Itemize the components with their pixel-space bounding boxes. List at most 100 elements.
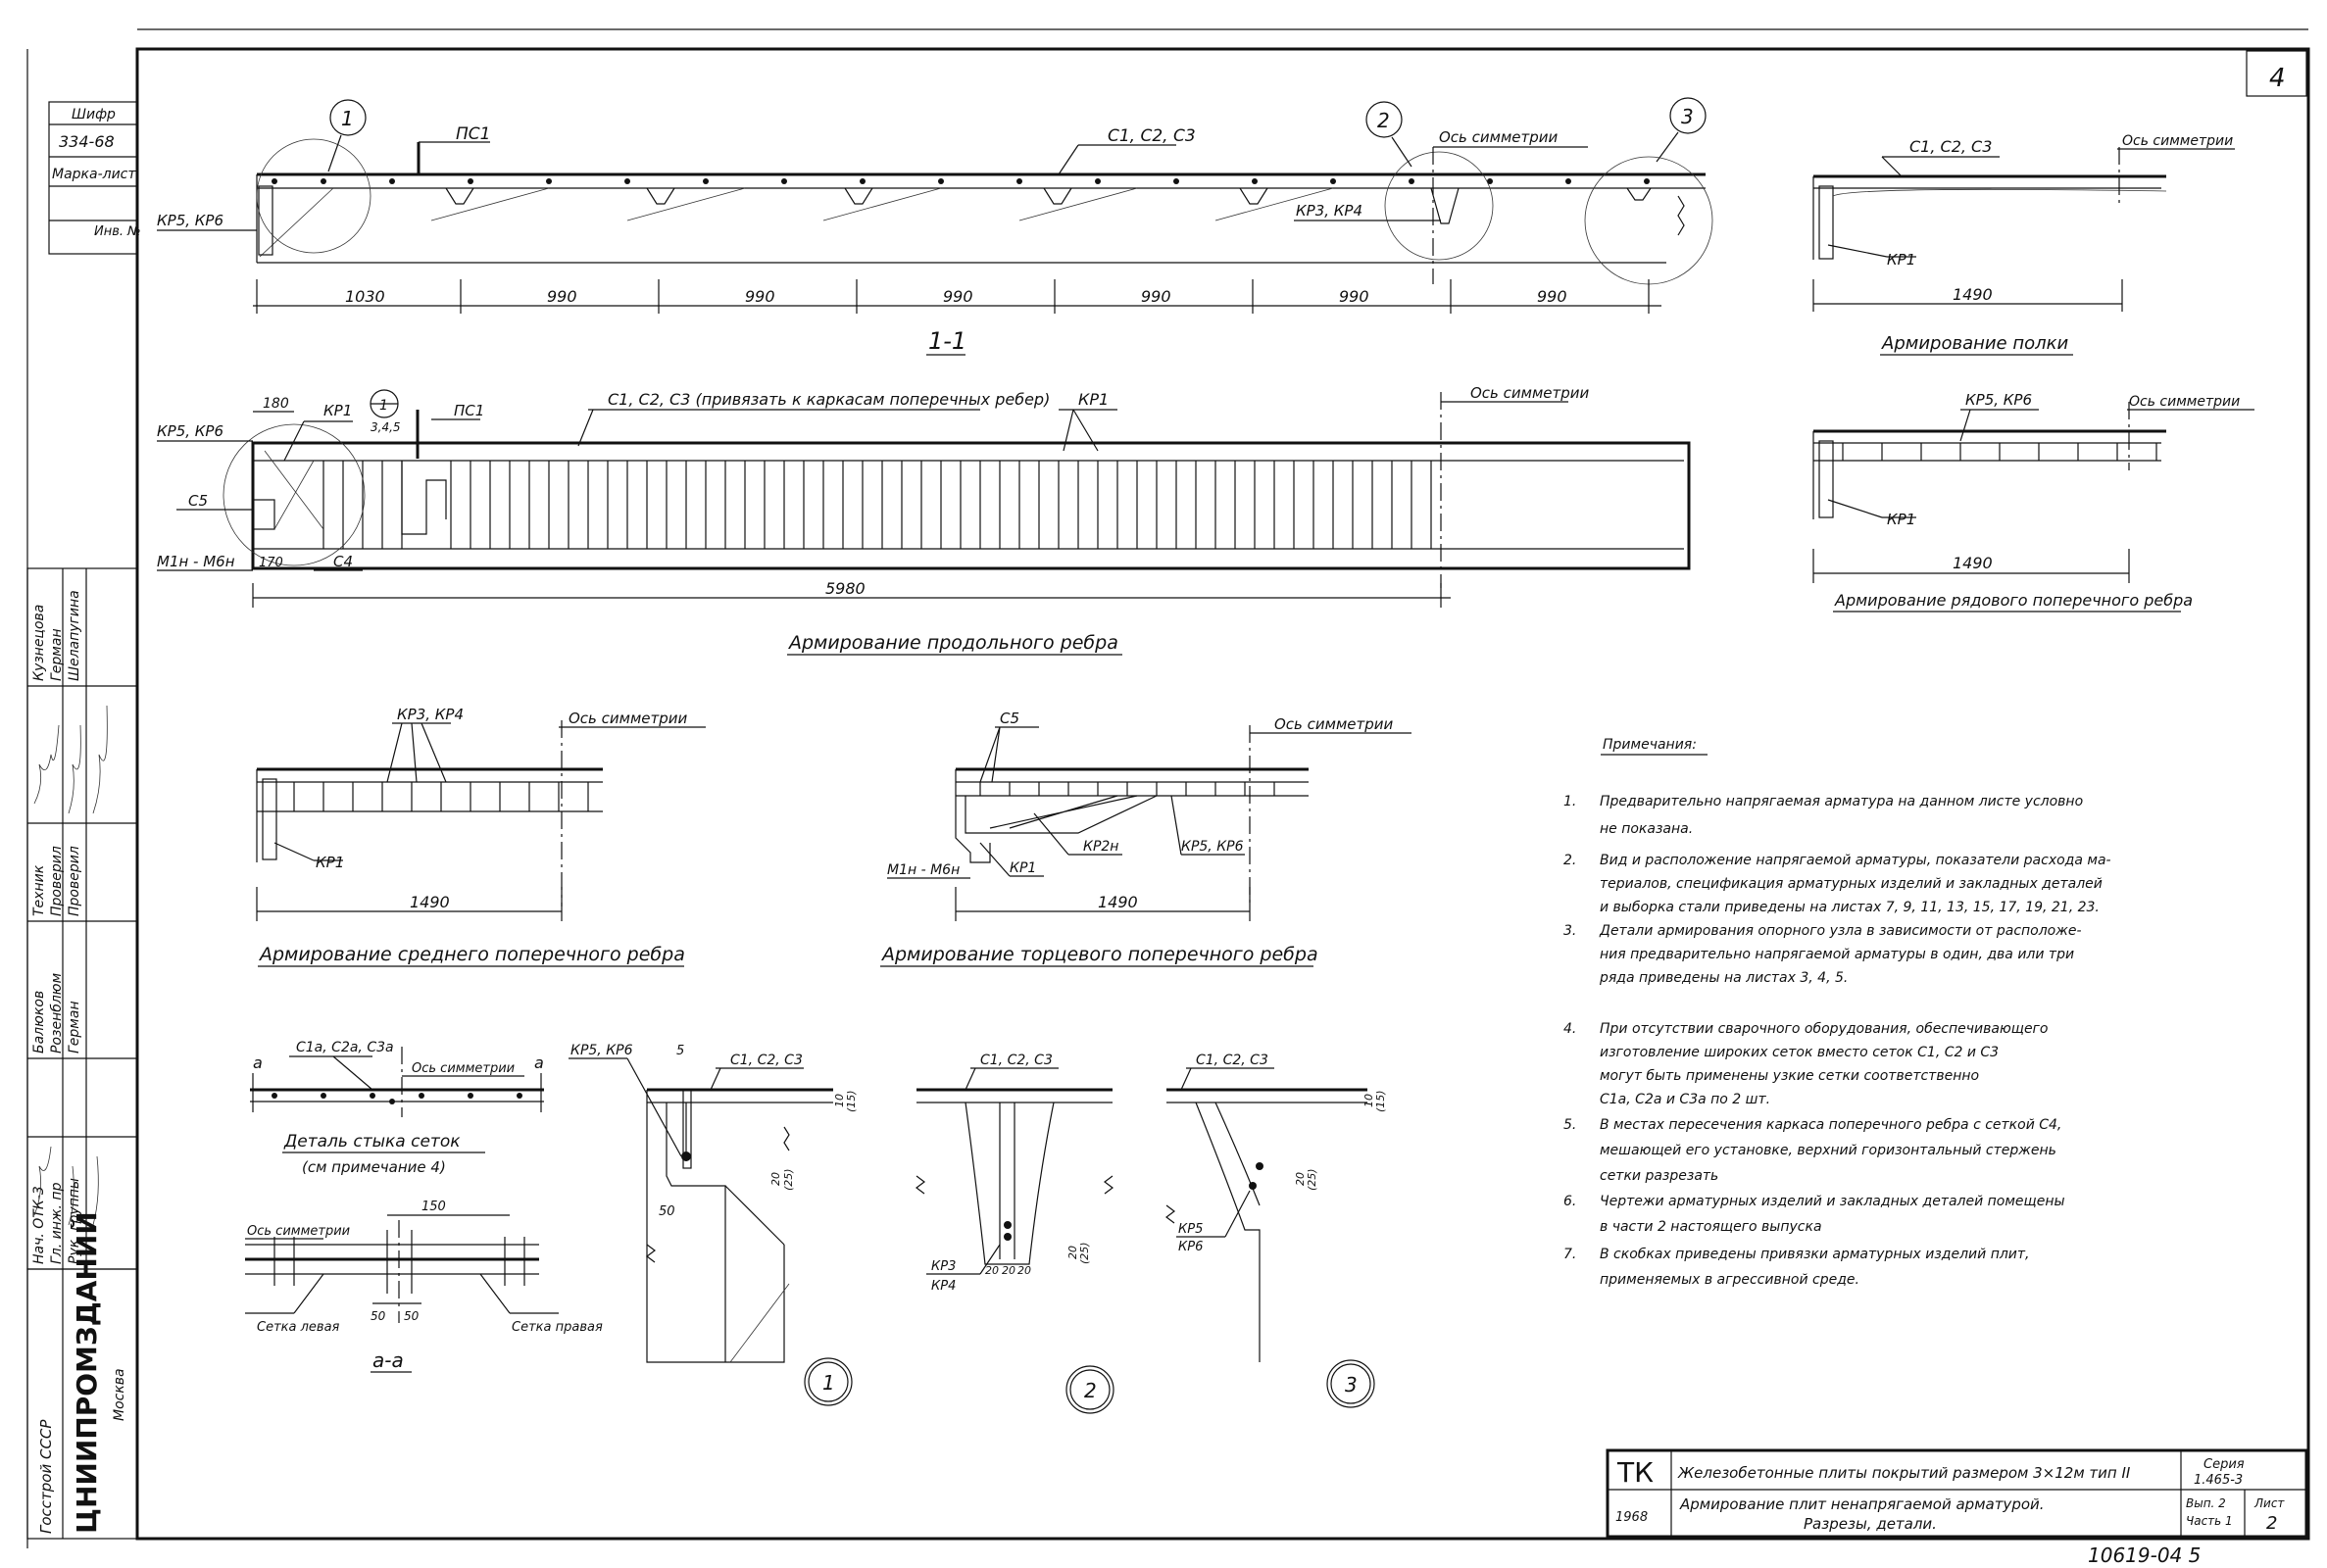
note-2-line-1: Вид и расположение напрягаемой арматуры,… — [1600, 853, 2111, 868]
section-a-a: Ось симметрии 150 Сетка левая Сетка прав… — [245, 1200, 603, 1373]
note-5-line-2: мешающей его установке, верхний горизонт… — [1600, 1143, 2056, 1158]
node-3-detail: С1, С2, С3 10 (15) 20 (25) КР5 КР6 3 — [1165, 1053, 1387, 1408]
title-line-3: Разрезы, детали. — [1804, 1515, 1937, 1533]
lrib-label-kr1: КР1 — [323, 402, 352, 419]
name-balyukov: Балюков — [31, 991, 47, 1054]
note-4-num: 4. — [1563, 1021, 1576, 1037]
sheet-value: 2 — [2266, 1513, 2277, 1534]
note-3-line-1: Детали армирования опорного узла в завис… — [1599, 923, 2082, 939]
dim-990: 990 — [547, 287, 577, 306]
n2-callout-num: 2 — [1084, 1379, 1097, 1402]
n2-dim-20c: 20 — [1017, 1264, 1031, 1277]
callout-circle — [1669, 97, 1707, 134]
series-value: 1.465-3 — [2194, 1473, 2243, 1488]
aa-dim-50-right: 50 — [404, 1309, 420, 1323]
dim-990: 990 — [1537, 287, 1567, 306]
n1-callout-num: 1 — [822, 1371, 835, 1395]
label-axis-symmetry: Ось симметрии — [1439, 128, 1559, 146]
n2-dim-20b: 20 — [1002, 1264, 1015, 1277]
role-gl-inzh: Гл. инж. пр — [49, 1182, 65, 1264]
mtrib-caption: Армирование среднего поперечного ребра — [258, 944, 685, 965]
etrib-label-axis: Ось симметрии — [1274, 715, 1394, 733]
n2-label-kr3: КР3 — [931, 1259, 956, 1274]
note-7-line-2: применяемых в агрессивной среде. — [1600, 1272, 1859, 1288]
mtrib-dim-1490: 1490 — [410, 893, 450, 911]
n1-dim-20: 20 — [769, 1172, 782, 1186]
n1-dim-5: 5 — [676, 1044, 684, 1058]
n2-dim-20a: 20 — [985, 1264, 999, 1277]
shelf-view: С1, С2, С3 Ось симметрии КР1 1490 Армиро… — [1812, 133, 2235, 356]
mtrib-label-axis: Ось симметрии — [569, 710, 688, 727]
n3-label-kr5: КР5 — [1178, 1222, 1203, 1237]
etrib-label-kr2n: КР2н — [1083, 839, 1118, 855]
signature-scribble — [33, 1146, 52, 1216]
ministry-name: Госстрой СССР — [37, 1419, 55, 1534]
etrib-dim-1490: 1490 — [1098, 893, 1138, 911]
shelf-label-kr1: КР1 — [1887, 251, 1915, 269]
note-3-line-2: ния предварительно напрягаемой арматуры … — [1600, 947, 2074, 962]
name-german-1: Герман — [67, 1001, 82, 1054]
title-line-1: Железобетонные плиты покрытий размером 3… — [1677, 1464, 2131, 1482]
etrib-label-kr5-kr6: КР5, КР6 — [1181, 839, 1244, 855]
n1-dim-50: 50 — [659, 1204, 675, 1219]
title-line-2: Армирование плит ненапрягаемой арматурой… — [1679, 1495, 2045, 1513]
sheet-label: Лист — [2253, 1496, 2285, 1510]
city-name: Москва — [112, 1368, 127, 1421]
callout-3: 3 — [1681, 105, 1694, 128]
mesh-joint-detail: С1а, С2а, С3а а а Ось симметрии Деталь с… — [250, 1040, 544, 1176]
label-ps1: ПС1 — [456, 124, 490, 144]
sheet-number-box — [2246, 50, 2307, 97]
n3-callout-num: 3 — [1345, 1373, 1358, 1396]
note-7-num: 7. — [1563, 1247, 1576, 1262]
note-6-line-2: в части 2 настоящего выпуска — [1600, 1219, 1822, 1235]
joint-label-axis: Ось симметрии — [412, 1061, 515, 1076]
note-6-num: 6. — [1563, 1194, 1576, 1209]
n1-callout-circle — [804, 1357, 853, 1406]
n2-dim-25: (25) — [1078, 1242, 1091, 1264]
note-1-num: 1. — [1563, 794, 1576, 809]
note-1-line-2: не показана. — [1600, 821, 1693, 837]
dim-990: 990 — [943, 287, 973, 306]
shifr-value: 334-68 — [59, 132, 115, 151]
lrib-callout-sheets: 3,4,5 — [371, 420, 401, 434]
callout-circle — [329, 99, 367, 136]
n1-label-c1-c2-c3: С1, С2, С3 — [730, 1053, 803, 1068]
aa-dim-50-left: 50 — [371, 1309, 386, 1323]
archive-number: 10619-04 5 — [2088, 1544, 2201, 1567]
title-mark: ТК — [1616, 1456, 1654, 1489]
joint-cut-a-right: а — [534, 1054, 544, 1072]
n1-dim-10: 10 — [833, 1094, 846, 1107]
mtrib-label-kr3-kr4: КР3, КР4 — [397, 706, 464, 723]
node-2-detail: С1, С2, С3 20 (25) КР3 КР4 20 20 20 2 — [916, 1053, 1114, 1414]
caption-1-1: 1-1 — [928, 327, 966, 355]
aa-dim-150: 150 — [421, 1200, 446, 1214]
aa-label-axis: Ось симметрии — [247, 1224, 350, 1239]
issue-label: Вып. 2 — [2186, 1496, 2226, 1510]
longitudinal-rib-view: 180 КР1 1 3,4,5 ПС1 С1, С2, С3 (привязат… — [157, 384, 1691, 656]
label-kr5-kr6: КР5, КР6 — [157, 212, 223, 229]
n3-callout-circle — [1326, 1359, 1375, 1408]
note-3-line-3: ряда приведены на листах 3, 4, 5. — [1599, 970, 1848, 986]
lrib-label-m1n-m6n: М1н - М6н — [157, 553, 235, 570]
marka-label: Марка-лист — [52, 167, 136, 182]
signature-scribble — [68, 724, 81, 814]
n3-dim-15: (15) — [1374, 1090, 1387, 1112]
dim-990: 990 — [1339, 287, 1369, 306]
n3-dim-25: (25) — [1306, 1168, 1318, 1191]
dim-990: 990 — [1141, 287, 1171, 306]
callout-2: 2 — [1377, 109, 1390, 132]
end-transverse-rib-view: С5 Ось симметрии КР2н КР5, КР6 М1н - М6н… — [880, 710, 1411, 967]
mesh-dots — [272, 178, 1650, 184]
lrib-label-kr5-kr6: КР5, КР6 — [157, 422, 223, 440]
role-proveril-1: Проверил — [49, 846, 65, 916]
note-2-line-3: и выборка стали приведены на листах 7, 9… — [1600, 900, 2100, 915]
lrib-label-axis: Ось симметрии — [1470, 384, 1590, 402]
lrib-label-c4: С4 — [333, 553, 353, 570]
lrib-dim-5980: 5980 — [825, 579, 866, 598]
name-german-2: Герман — [49, 628, 65, 681]
title-year: 1968 — [1615, 1510, 1648, 1525]
note-7-line-1: В скобках приведены привязки арматурных … — [1600, 1247, 2030, 1262]
role-nach-otk: Нач. ОТК-3 — [31, 1186, 47, 1264]
sheet-number: 4 — [2269, 64, 2286, 93]
etrib-label-kr1: КР1 — [1010, 860, 1036, 876]
